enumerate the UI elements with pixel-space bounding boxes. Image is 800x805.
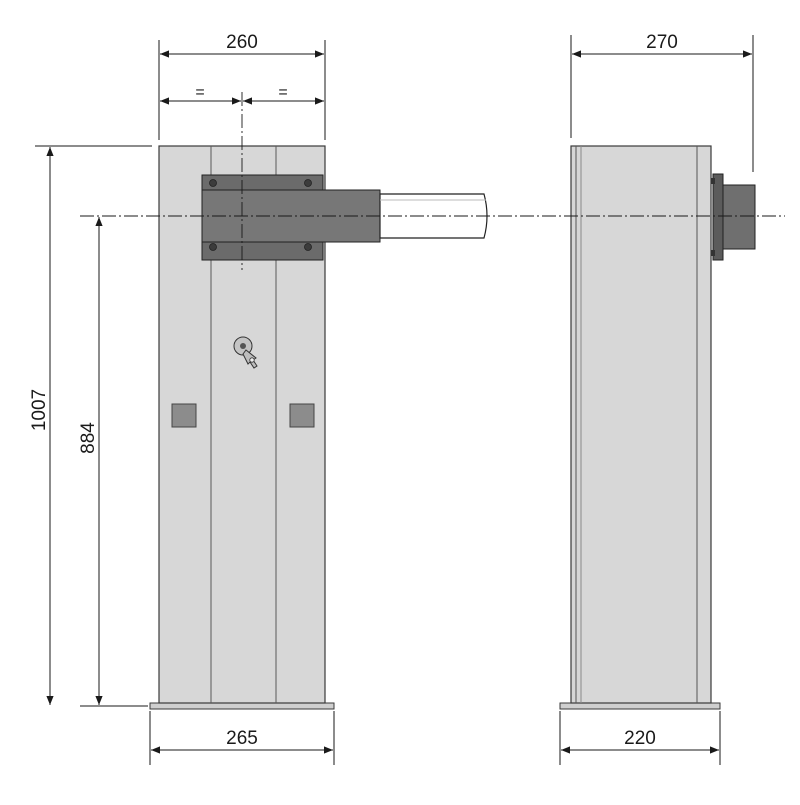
front-bracket-bolts — [209, 179, 312, 251]
side-view — [559, 145, 756, 710]
label-side-top-width: 270 — [646, 32, 678, 53]
dimension-labels: 260 = = 270 1007 884 265 220 — [29, 32, 678, 749]
key-lock-icon — [233, 336, 258, 369]
label-equal-right: = — [278, 84, 287, 101]
front-vent-right — [289, 403, 315, 428]
label-front-total-height: 1007 — [29, 389, 50, 431]
label-side-base-width: 220 — [624, 728, 656, 749]
side-flange — [712, 173, 724, 261]
label-front-axis-height: 884 — [78, 422, 99, 454]
side-hub — [722, 184, 756, 250]
label-front-base-width: 265 — [226, 728, 258, 749]
front-base-plate — [149, 702, 335, 710]
side-base-plate — [559, 702, 721, 710]
label-equal-left: = — [195, 84, 204, 101]
side-cabinet — [570, 145, 712, 704]
center-lines — [80, 92, 785, 270]
front-view — [149, 145, 488, 710]
label-front-top-width: 260 — [226, 32, 258, 53]
front-vent-left — [171, 403, 197, 428]
dimension-lines — [35, 35, 754, 765]
